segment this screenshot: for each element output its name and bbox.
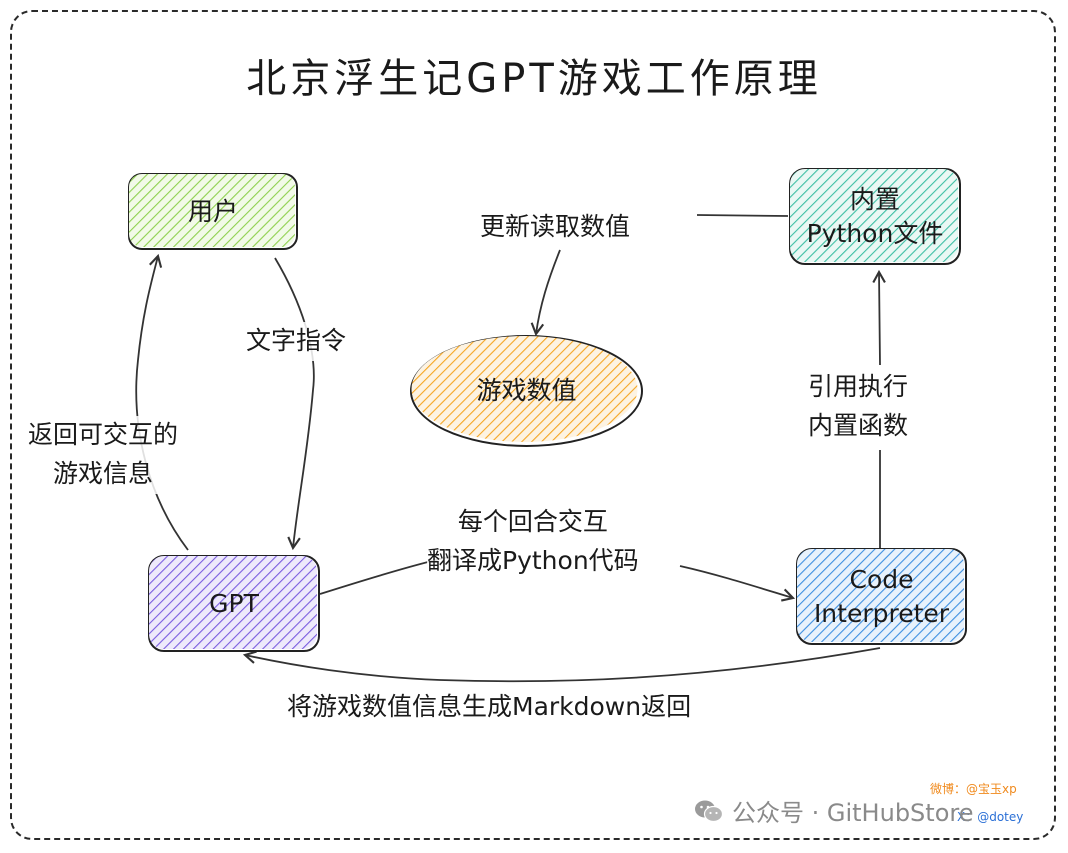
node-game-values: 游戏数值: [410, 335, 643, 447]
node-gpt: GPT: [148, 555, 320, 652]
label-text-instruction: 文字指令: [246, 322, 347, 361]
wechat-watermark: 公众号 · GitHubStore: [694, 793, 974, 828]
node-user: 用户: [128, 173, 298, 250]
edge-text-instruction: [274, 257, 315, 551]
node-gpt-label: GPT: [209, 588, 259, 618]
node-code-interpreter-line-2: Interpreter: [813, 598, 950, 628]
node-user-label: 用户: [187, 196, 238, 226]
node-builtin-file-line-2: Python文件: [806, 218, 944, 248]
label-update-read: 更新读取数值: [480, 208, 631, 247]
diagram-title: 北京浮生记GPT游戏工作原理: [246, 56, 822, 102]
label-call-builtin: 引用执行 内置函数: [808, 368, 909, 446]
node-code-interpreter: Code Interpreter: [796, 548, 967, 645]
label-return-info: 返回可交互的 游戏信息: [28, 416, 179, 494]
label-translate: 每个回合交互 翻译成Python代码: [427, 503, 639, 581]
node-code-interpreter-line-1: Code: [849, 564, 914, 594]
edge-call-builtin: [879, 272, 880, 548]
edge-update-read-line: [696, 214, 789, 217]
edge-markdown-return: [242, 647, 881, 683]
label-markdown-return: 将游戏数值信息生成Markdown返回: [287, 688, 692, 727]
edge-return-info: [135, 253, 189, 551]
node-game-values-label: 游戏数值: [476, 376, 577, 406]
diagram-frame: [10, 10, 1056, 840]
x-watermark: X：@dotey: [957, 810, 1024, 824]
node-builtin-python-file: 内置 Python文件: [789, 168, 961, 265]
node-builtin-file-line-1: 内置: [849, 184, 900, 214]
weibo-watermark: 微博：@宝玉xp: [930, 782, 1017, 796]
wechat-icon: [695, 800, 724, 822]
edge-update-read-arrow: [530, 249, 561, 337]
wechat-watermark-text: 公众号 · GitHubStore: [732, 799, 974, 827]
